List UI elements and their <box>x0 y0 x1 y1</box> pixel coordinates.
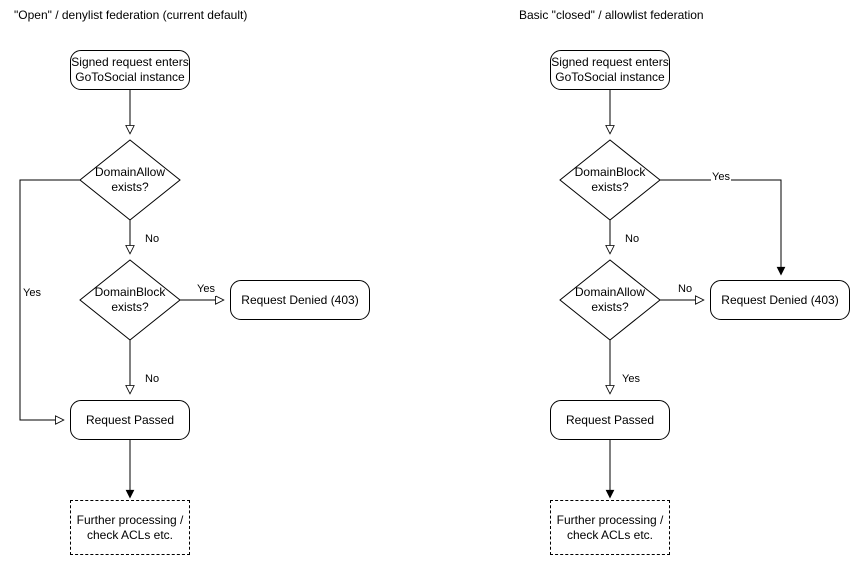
decision-domainallow-shape-right <box>559 259 661 341</box>
node-request-denied-left: Request Denied (403) <box>230 280 370 320</box>
edge-domainallow-yes-to-passed-left <box>19 179 80 420</box>
edge-label-domainallow-yes-left: Yes <box>22 287 42 300</box>
node-label-line1: Signed request enters <box>71 55 189 69</box>
node-label-line2: check ACLs etc. <box>86 527 174 542</box>
edge-label-domainallow-no-right: No <box>677 283 694 296</box>
node-label-line1: Further processing / <box>76 512 184 527</box>
edge-label-domainallow-yes-right: Yes <box>621 373 641 386</box>
node-label: Request Passed <box>565 412 655 427</box>
node-label: Request Denied (403) <box>241 292 359 307</box>
node-label-line1: Signed request enters <box>551 55 669 69</box>
node-label: Signed request enters GoToSocial instanc… <box>71 55 188 85</box>
node-label-line2: GoToSocial instance <box>75 70 185 84</box>
decision-domainblock-shape-right <box>559 139 661 221</box>
decision-domainblock-shape-left <box>79 259 181 341</box>
node-request-passed-left: Request Passed <box>70 400 190 440</box>
node-label-line1: Further processing / <box>556 512 664 527</box>
node-label: Further processing / check ACLs etc. <box>557 513 664 543</box>
node-request-denied-right: Request Denied (403) <box>710 280 850 320</box>
node-request-passed-right: Request Passed <box>550 400 670 440</box>
decision-domainallow-shape-left <box>79 139 181 221</box>
node-label: Request Denied (403) <box>721 292 839 307</box>
node-further-processing-right: Further processing / check ACLs etc. <box>550 500 670 555</box>
edge-label-domainblock-yes-left: Yes <box>196 283 216 296</box>
node-signed-request-entry-left: Signed request enters GoToSocial instanc… <box>70 50 190 90</box>
edge-label-domainallow-no-left: No <box>144 233 161 246</box>
edge-domainblock-yes-to-denied-right <box>660 179 781 274</box>
node-signed-request-entry-right: Signed request enters GoToSocial instanc… <box>550 50 670 90</box>
node-label: Further processing / check ACLs etc. <box>77 513 184 543</box>
node-label: Signed request enters GoToSocial instanc… <box>551 55 668 85</box>
edge-label-domainblock-yes-right: Yes <box>711 171 731 184</box>
node-label-line2: check ACLs etc. <box>566 527 654 542</box>
node-label: Request Passed <box>85 412 175 427</box>
node-label-line2: GoToSocial instance <box>555 70 665 84</box>
edge-label-domainblock-no-right: No <box>624 233 641 246</box>
panel-title-closed-allowlist: Basic "closed" / allowlist federation <box>519 8 704 22</box>
panel-title-open-denylist: "Open" / denylist federation (current de… <box>14 8 248 22</box>
node-further-processing-left: Further processing / check ACLs etc. <box>70 500 190 555</box>
edge-label-domainblock-no-left: No <box>144 373 161 386</box>
